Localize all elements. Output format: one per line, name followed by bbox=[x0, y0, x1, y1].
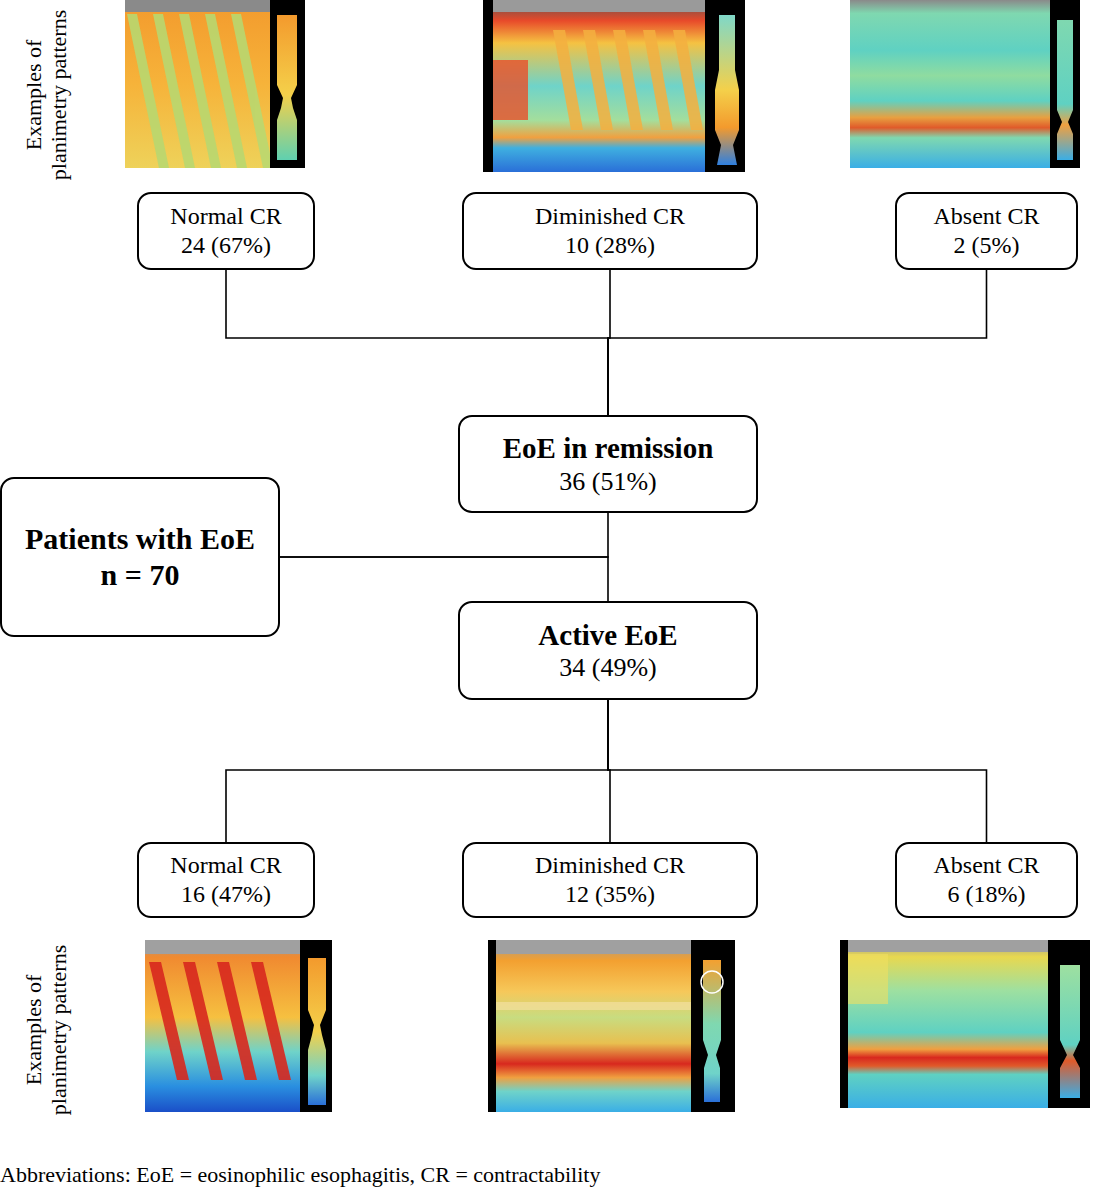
category-box: Diminished CR10 (28%) bbox=[462, 192, 758, 270]
heatmap-band bbox=[496, 1002, 691, 1010]
group-box: EoE in remission36 (51%) bbox=[458, 415, 758, 513]
esophagus-shape bbox=[703, 960, 721, 1102]
heatmap-patch bbox=[848, 954, 888, 1004]
esophagus-shape bbox=[277, 15, 297, 160]
planimetry-image bbox=[145, 940, 332, 1112]
box-heading: Diminished CR bbox=[535, 851, 685, 880]
image-frame bbox=[145, 940, 332, 1112]
heatmap bbox=[496, 940, 691, 1112]
highlight-circle bbox=[701, 971, 723, 993]
image-frame bbox=[840, 940, 1090, 1108]
category-box: Absent CR6 (18%) bbox=[895, 842, 1078, 918]
box-heading: Absent CR bbox=[933, 851, 1039, 880]
heatmap-band bbox=[496, 940, 691, 954]
tree-connector bbox=[280, 557, 608, 601]
box-count: 12 (35%) bbox=[565, 880, 655, 909]
heatmap bbox=[493, 0, 705, 172]
planimetry-image bbox=[125, 0, 305, 168]
image-frame bbox=[488, 940, 735, 1112]
tree-connector bbox=[226, 270, 608, 415]
esophagus-panel bbox=[1050, 0, 1080, 168]
box-heading: EoE in remission bbox=[503, 431, 714, 466]
heatmap-band bbox=[145, 940, 300, 954]
caption: Abbreviations: EoE = eosinophilic esopha… bbox=[0, 1162, 600, 1188]
box-heading: Normal CR bbox=[170, 202, 281, 231]
tree-connector bbox=[280, 513, 608, 557]
side-label: Examples of planimetry patterns bbox=[21, 0, 73, 195]
heatmap bbox=[145, 940, 300, 1112]
group-box: Active EoE34 (49%) bbox=[458, 601, 758, 700]
tree-connector bbox=[226, 700, 608, 842]
box-count: 10 (28%) bbox=[565, 231, 655, 260]
box-heading: Normal CR bbox=[170, 851, 281, 880]
heatmap-band bbox=[493, 0, 705, 12]
side-label: Examples of planimetry patterns bbox=[21, 930, 73, 1130]
box-count: n = 70 bbox=[101, 557, 180, 593]
heatmap bbox=[848, 940, 1048, 1108]
contraction-stripes bbox=[553, 30, 703, 130]
category-box: Normal CR16 (47%) bbox=[137, 842, 315, 918]
category-box: Normal CR24 (67%) bbox=[137, 192, 315, 270]
group-box: Patients with EoEn = 70 bbox=[0, 477, 280, 637]
tree-connector bbox=[608, 700, 987, 842]
esophagus-shape bbox=[1060, 965, 1080, 1098]
planimetry-image bbox=[488, 940, 735, 1112]
box-count: 24 (67%) bbox=[181, 231, 271, 260]
heatmap-band bbox=[125, 0, 270, 12]
box-count: 16 (47%) bbox=[181, 880, 271, 909]
contraction-stripes bbox=[127, 14, 273, 168]
box-heading: Diminished CR bbox=[535, 202, 685, 231]
contraction-stripes bbox=[149, 962, 291, 1080]
heatmap-band bbox=[848, 940, 1048, 952]
esophagus-panel bbox=[300, 940, 332, 1112]
esophagus-shape bbox=[308, 958, 326, 1105]
esophagus-shape bbox=[1057, 20, 1073, 160]
box-count: 6 (18%) bbox=[948, 880, 1026, 909]
category-box: Diminished CR12 (35%) bbox=[462, 842, 758, 918]
planimetry-image bbox=[850, 0, 1080, 168]
esophagus-panel bbox=[270, 0, 305, 168]
esophagus-shape bbox=[715, 15, 739, 165]
box-heading: Absent CR bbox=[933, 202, 1039, 231]
planimetry-image bbox=[483, 0, 745, 172]
heatmap bbox=[850, 0, 1050, 168]
box-heading: Patients with EoE bbox=[25, 521, 255, 557]
image-frame bbox=[483, 0, 745, 172]
category-box: Absent CR2 (5%) bbox=[895, 192, 1078, 270]
box-count: 36 (51%) bbox=[559, 466, 656, 497]
planimetry-image bbox=[840, 940, 1090, 1108]
heatmap-patch bbox=[493, 60, 528, 120]
box-count: 34 (49%) bbox=[559, 652, 656, 683]
tree-connector bbox=[608, 270, 987, 415]
box-heading: Active EoE bbox=[538, 618, 677, 653]
box-count: 2 (5%) bbox=[954, 231, 1020, 260]
